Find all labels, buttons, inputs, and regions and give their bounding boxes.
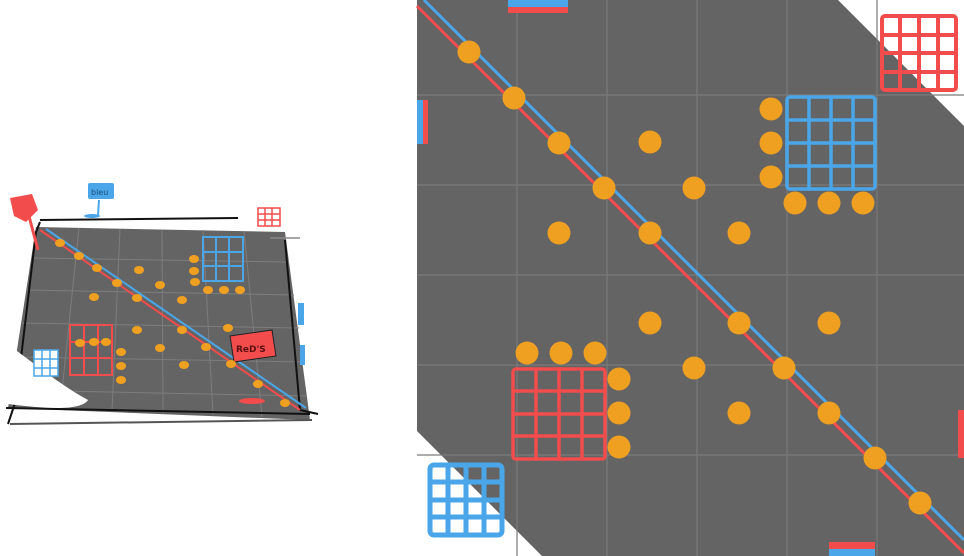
coin-icon — [728, 402, 751, 425]
coin-icon — [516, 342, 539, 365]
coin-icon — [503, 87, 526, 110]
sketch-coin-icon — [223, 324, 233, 332]
coin-icon — [909, 492, 932, 515]
sketch-coin-icon — [179, 361, 189, 369]
coin-icon — [784, 192, 807, 215]
left-paddle — [417, 100, 428, 144]
sketch-coin-icon — [74, 252, 84, 260]
sketch-coin-icon — [89, 293, 99, 301]
sketch-coin-icon — [226, 360, 236, 368]
sketch-coin-icon — [116, 376, 126, 384]
coin-icon — [548, 132, 571, 155]
sketch-blue-paddle — [298, 303, 304, 325]
sketch-red-badge: ReD'S — [230, 330, 276, 362]
sketch-coin-icon — [177, 326, 187, 334]
sketch-red-badge-label: ReD'S — [236, 345, 266, 355]
blue-flag-icon: bleu — [84, 183, 114, 218]
sketch-coin-icon — [112, 279, 122, 287]
coin-icon — [608, 436, 631, 459]
sketch-coin-icon — [177, 296, 187, 304]
coin-icon — [818, 402, 841, 425]
coin-icon — [548, 222, 571, 245]
coin-icon — [593, 177, 616, 200]
coin-icon — [550, 342, 573, 365]
sketch-coin-icon — [253, 380, 263, 388]
coin-icon — [683, 177, 706, 200]
sketch-coin-icon — [132, 294, 142, 302]
sketch-coin-icon — [280, 399, 290, 407]
sketch-coin-icon — [189, 267, 199, 275]
sketch-coin-icon — [134, 266, 144, 274]
sketch-coin-icon — [55, 239, 65, 247]
sketch-coin-icon — [155, 344, 165, 352]
coin-icon — [458, 41, 481, 64]
sketch-coin-icon — [235, 286, 245, 294]
coin-icon — [760, 132, 783, 155]
sketch-coin-icon — [201, 343, 211, 351]
sketch-red-goal-small — [258, 208, 280, 226]
coin-icon — [608, 368, 631, 391]
sketch-blue-paddle-2 — [300, 345, 305, 365]
coin-icon — [728, 312, 751, 335]
sketch-coin-icon — [92, 264, 102, 272]
sketch-coin-icon — [89, 338, 99, 346]
sketch-coin-icon — [190, 278, 200, 286]
top-down-board — [417, 0, 964, 556]
coin-icon — [818, 192, 841, 215]
coin-icon — [852, 192, 875, 215]
coin-icon — [639, 312, 662, 335]
coin-icon — [760, 98, 783, 121]
coin-icon — [760, 166, 783, 189]
sketch-coin-icon — [116, 348, 126, 356]
coin-icon — [639, 131, 662, 154]
coin-icon — [773, 357, 796, 380]
sketch-red-paddle — [239, 398, 265, 404]
sketch-blue-goal-small — [34, 350, 58, 376]
coin-icon — [864, 447, 887, 470]
coin-icon — [683, 357, 706, 380]
sketch-coin-icon — [189, 255, 199, 263]
coin-icon — [728, 222, 751, 245]
bottom-paddle — [829, 542, 875, 556]
coin-icon — [639, 222, 662, 245]
coin-icon — [818, 312, 841, 335]
right-paddle — [958, 410, 964, 458]
sketch-coin-icon — [219, 286, 229, 294]
sketch-coin-icon — [155, 281, 165, 289]
coin-icon — [584, 342, 607, 365]
blue-flag-label: bleu — [91, 188, 108, 197]
sketch-coin-icon — [101, 338, 111, 346]
top-paddle — [508, 0, 568, 13]
coin-icon — [608, 402, 631, 425]
perspective-sketch: bleu ReD'S — [6, 183, 318, 424]
sketch-coin-icon — [75, 339, 85, 347]
sketch-coin-icon — [132, 326, 142, 334]
sketch-coin-icon — [203, 286, 213, 294]
sketch-coin-icon — [116, 362, 126, 370]
